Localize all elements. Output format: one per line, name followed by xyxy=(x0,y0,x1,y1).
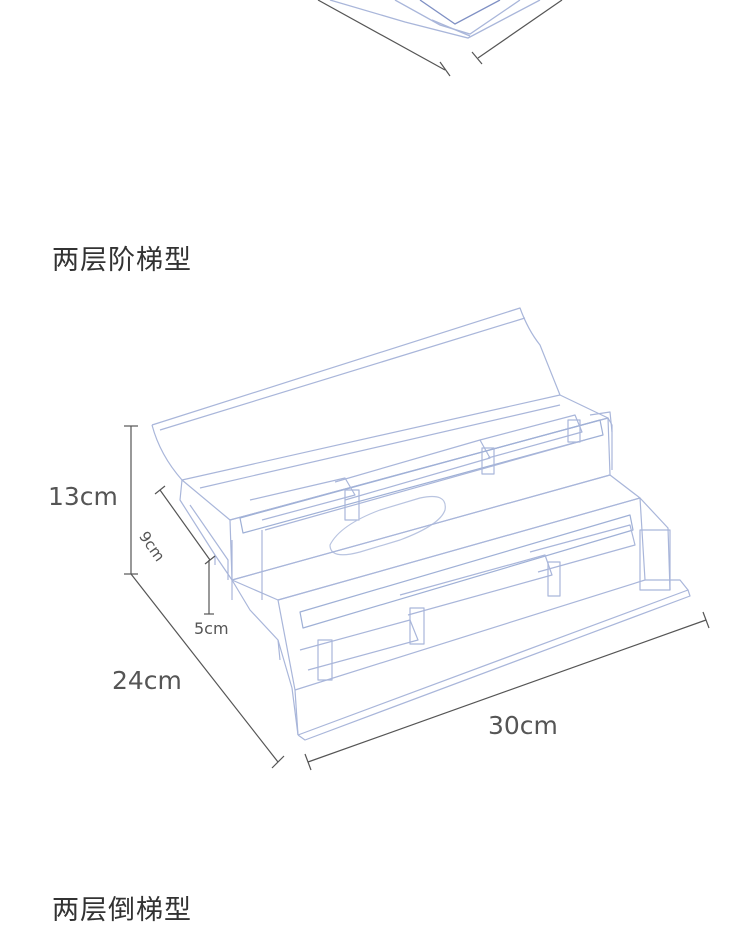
section-title-two-tier-inverted: 两层倒梯型 xyxy=(52,895,192,926)
section-title-two-tier-step: 两层阶梯型 xyxy=(52,245,192,276)
dimension-depth-label: 24cm xyxy=(112,666,182,695)
dimension-height-label: 13cm xyxy=(48,482,118,511)
dimension-step-height-label: 5cm xyxy=(194,619,229,638)
previous-product-image xyxy=(317,0,563,77)
dimension-width-label: 30cm xyxy=(488,711,558,740)
